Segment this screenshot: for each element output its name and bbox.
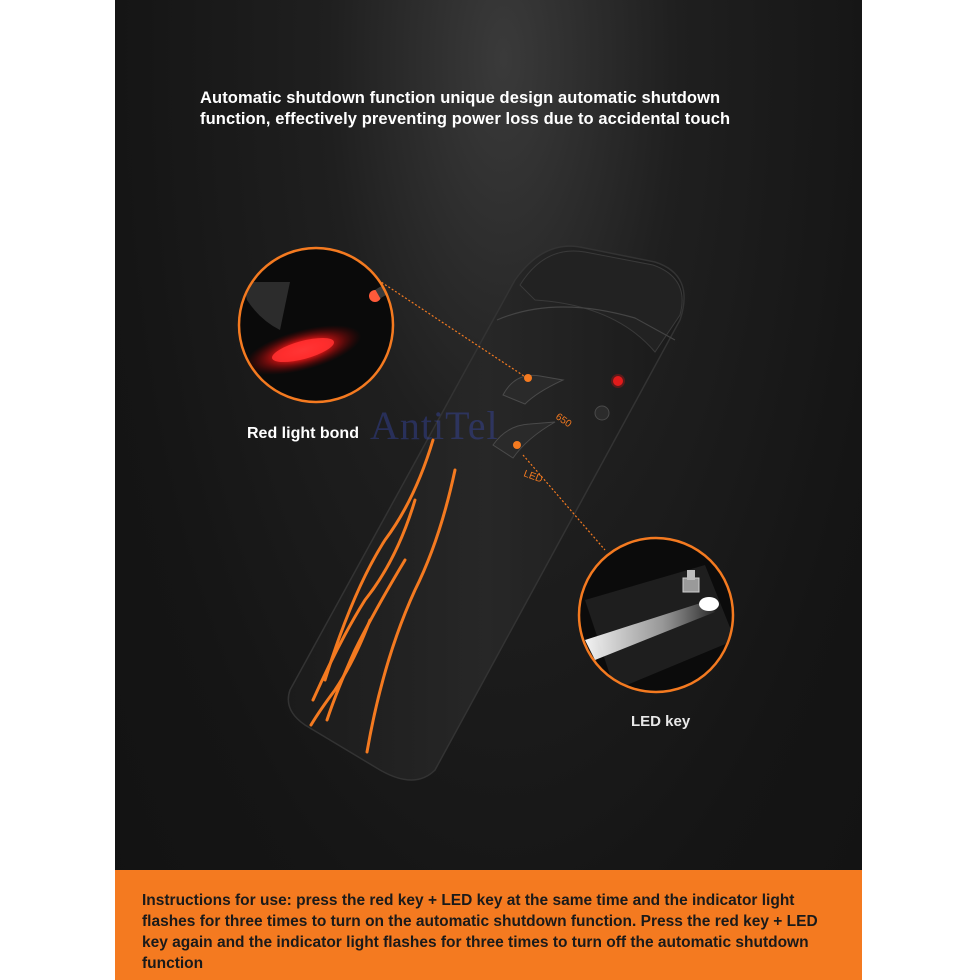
led-button bbox=[492, 421, 556, 459]
callout-lines bbox=[374, 277, 606, 551]
red-laser-button bbox=[502, 374, 565, 405]
red-light-magnifier bbox=[237, 246, 395, 404]
callout-dot-led bbox=[513, 441, 521, 449]
orange-stripes bbox=[309, 438, 457, 754]
device-body bbox=[287, 245, 685, 781]
product-panel: Automatic shutdown function unique desig… bbox=[115, 0, 862, 980]
watermark-text: AntiTel bbox=[370, 403, 499, 448]
device-cap-line bbox=[496, 306, 676, 341]
fiber-tester-device: 650 LED bbox=[287, 245, 685, 781]
device-illustration: 650 LED bbox=[237, 245, 735, 781]
power-indicator bbox=[611, 374, 625, 388]
device-top-cap bbox=[519, 250, 683, 353]
headline-text: Automatic shutdown function unique desig… bbox=[200, 89, 731, 128]
led-light-magnifier bbox=[577, 536, 735, 694]
instructions-text: Instructions for use: press the red key … bbox=[142, 892, 818, 972]
instructions-banner: Instructions for use: press the red key … bbox=[115, 870, 862, 980]
callout-dot-red bbox=[524, 374, 532, 382]
red-light-label: Red light bond bbox=[247, 425, 359, 442]
led-key-label: LED key bbox=[631, 713, 691, 730]
power-button bbox=[594, 405, 610, 421]
